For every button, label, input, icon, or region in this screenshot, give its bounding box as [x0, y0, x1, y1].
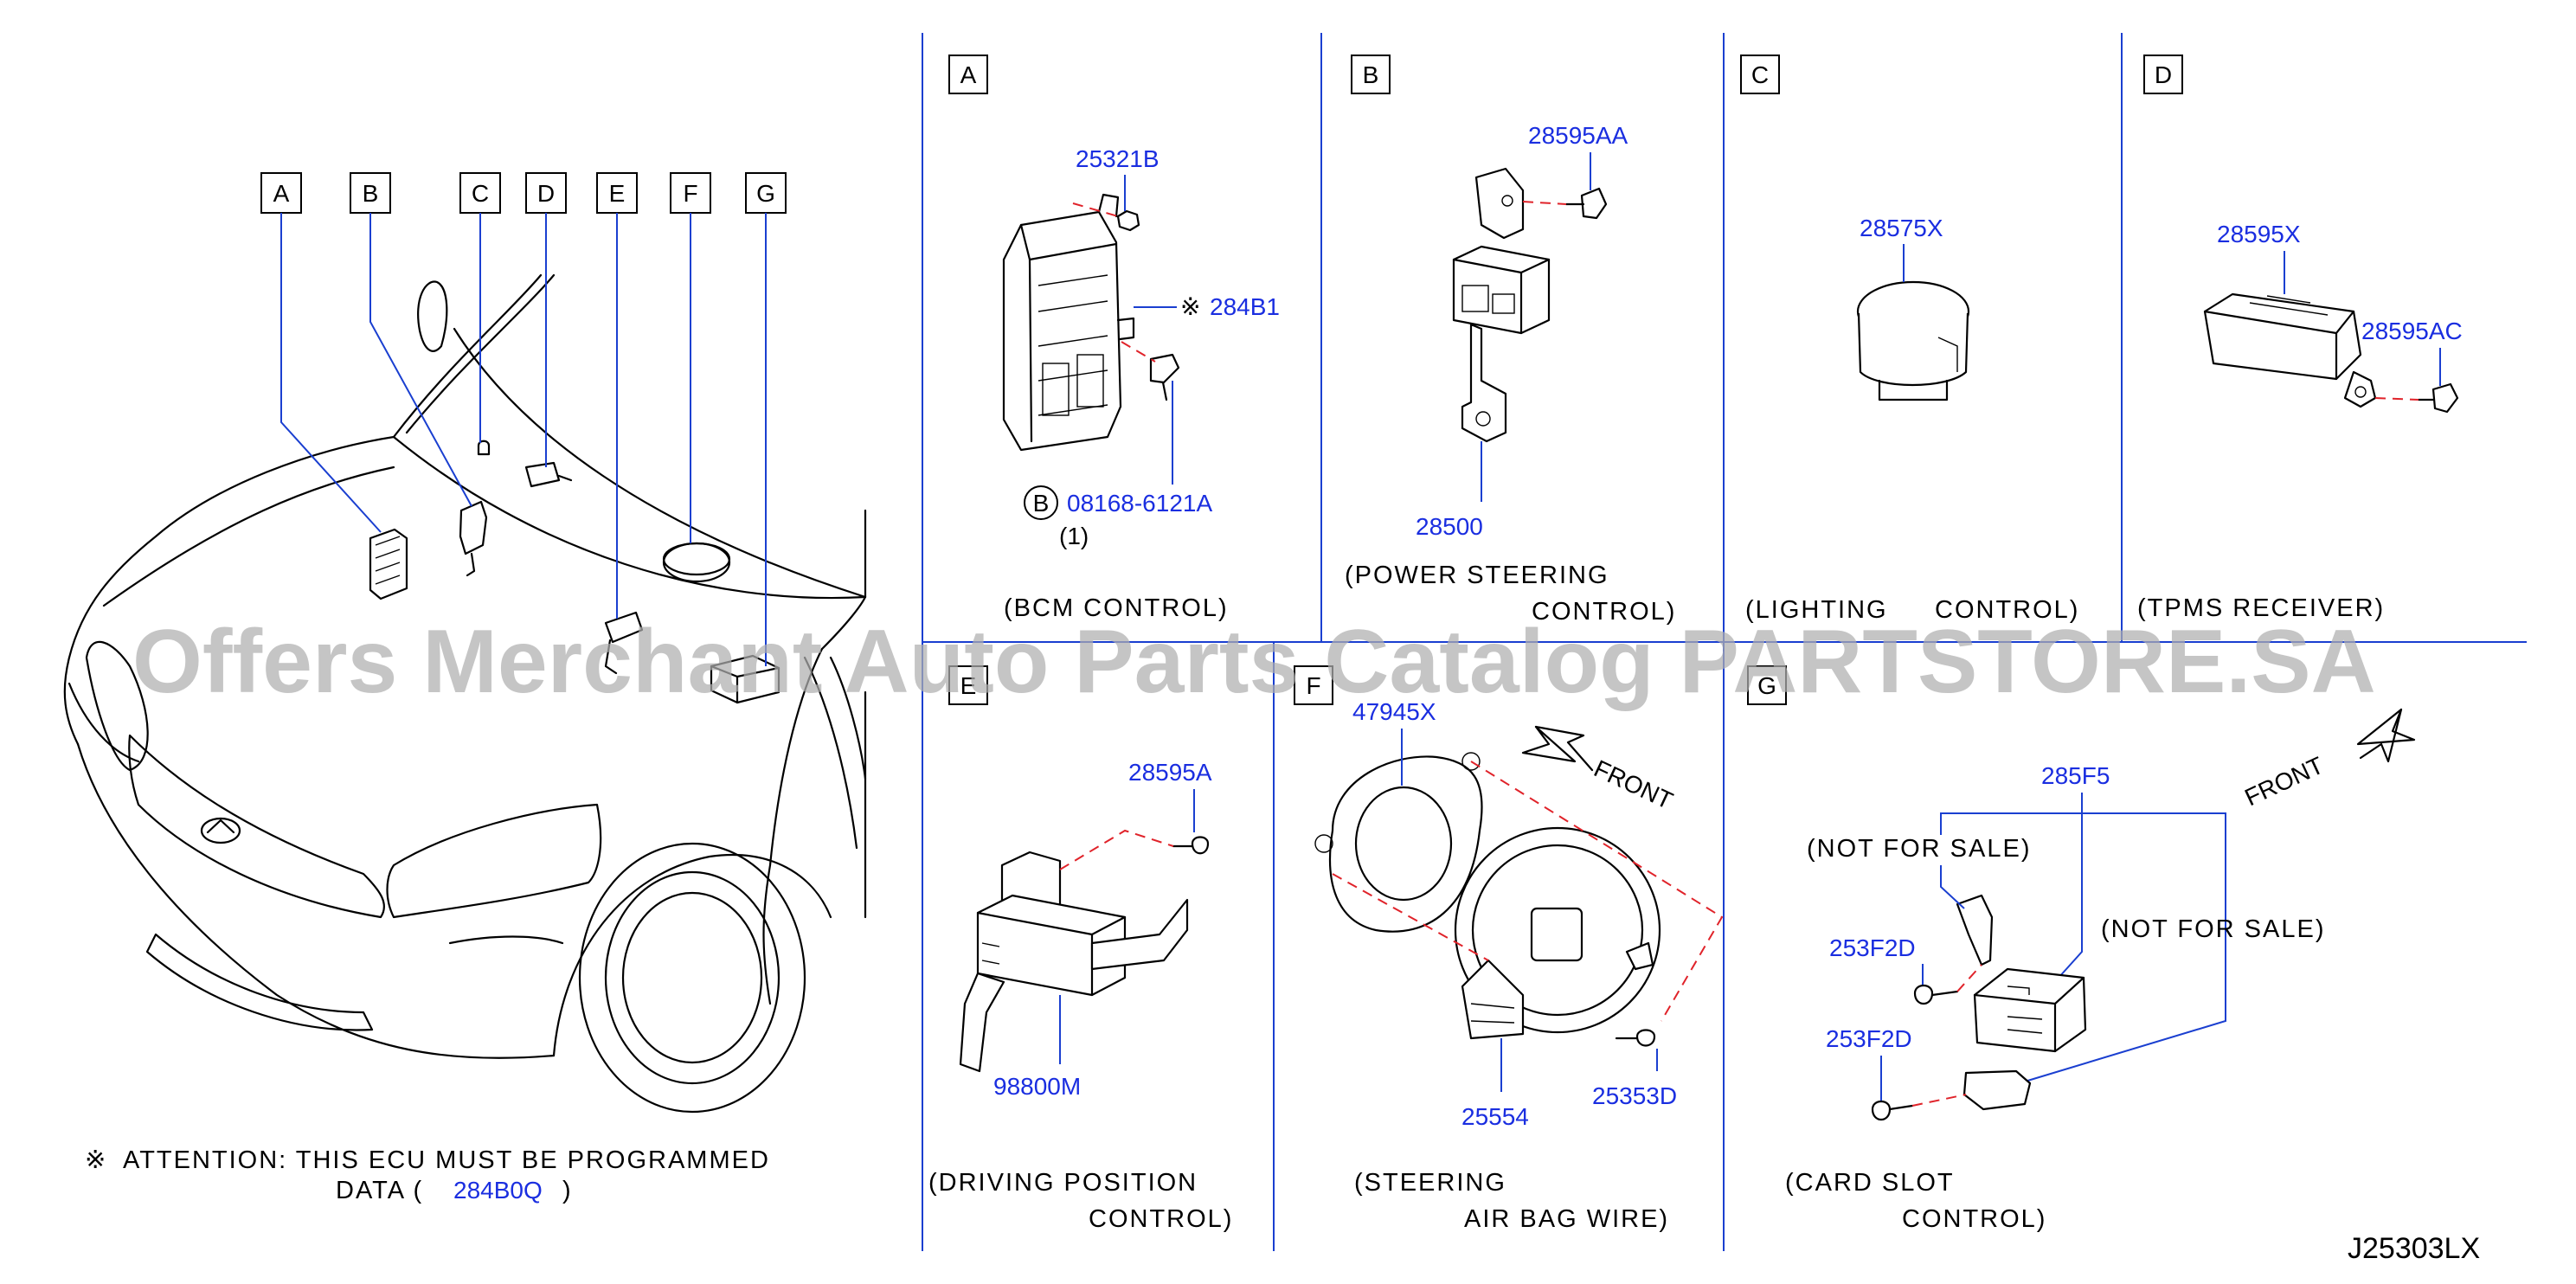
- panel-g-caption-2: CONTROL): [1902, 1205, 2046, 1233]
- panel-e-caption-1: (DRIVING POSITION: [928, 1169, 1198, 1197]
- callout-f: F: [683, 180, 697, 207]
- panel-d-letter: D: [2155, 61, 2172, 88]
- overview-callouts: A B C D E F G: [260, 172, 787, 666]
- part-284B1: 284B1: [1210, 293, 1280, 320]
- panel-e-caption-2: CONTROL): [1089, 1205, 1233, 1233]
- panel-a-letter: A: [960, 61, 977, 88]
- panel-c-caption-1: (LIGHTING: [1745, 596, 1888, 624]
- attention-note: ※ ATTENTION: THIS ECU MUST BE PROGRAMMED…: [85, 1146, 770, 1204]
- callout-g: G: [756, 180, 775, 207]
- part-253F2D-upper: 253F2D: [1829, 934, 1916, 961]
- panel-c-letter: C: [1751, 61, 1769, 88]
- part-28595A: 28595A: [1128, 759, 1212, 786]
- attention-part-284B0Q: 284B0Q: [453, 1177, 543, 1204]
- part-253F2D-lower: 253F2D: [1826, 1025, 1912, 1052]
- attention-line1: ATTENTION: THIS ECU MUST BE PROGRAMMED: [123, 1146, 770, 1174]
- attention-symbol: ※: [85, 1146, 107, 1174]
- callout-b: B: [363, 180, 379, 207]
- panel-f: F FRONT 47945X 25554 25353D (STEERING AI…: [1294, 665, 1724, 1233]
- panel-a-qty: (1): [1059, 523, 1089, 549]
- panel-g-front: FRONT: [2240, 752, 2328, 812]
- panel-a-marker: B: [1033, 490, 1050, 517]
- part-28575X: 28575X: [1860, 215, 1943, 241]
- panel-f-letter: F: [1306, 672, 1320, 699]
- attention-line2-suffix: ): [562, 1177, 573, 1204]
- panel-a-caption: (BCM CONTROL): [1004, 594, 1229, 622]
- part-28595X: 28595X: [2217, 221, 2301, 247]
- panel-g-letter: G: [1757, 672, 1776, 699]
- overview-component-icons: [369, 440, 781, 704]
- part-25321B: 25321B: [1076, 145, 1160, 172]
- panel-g-caption-1: (CARD SLOT: [1785, 1169, 1955, 1197]
- callout-a: A: [273, 180, 290, 207]
- panel-b-letter: B: [1363, 61, 1379, 88]
- part-25353D: 25353D: [1592, 1082, 1677, 1109]
- panel-f-front: FRONT: [1590, 754, 1677, 814]
- callout-d: D: [537, 180, 555, 207]
- panel-g-nfs-2: (NOT FOR SALE): [2101, 915, 2326, 943]
- panel-c-caption-2: CONTROL): [1935, 596, 2079, 624]
- part-98800M: 98800M: [993, 1073, 1081, 1100]
- diagram-code: J25303LX: [2348, 1232, 2480, 1265]
- panel-grid: [922, 33, 2527, 1251]
- part-28595AC: 28595AC: [2361, 318, 2463, 344]
- panel-g-nfs-1: (NOT FOR SALE): [1807, 835, 2032, 863]
- car-overview-illustration: [63, 273, 867, 1114]
- panel-a: A 25321B ※ 284B1 B 08168-6121A (1) (BCM …: [948, 55, 1280, 622]
- panel-d-caption: (TPMS RECEIVER): [2137, 594, 2385, 622]
- part-08168-6121A: 08168-6121A: [1067, 490, 1212, 517]
- callout-c: C: [472, 180, 489, 207]
- part-28500: 28500: [1416, 513, 1483, 540]
- part-285F5: 285F5: [2041, 762, 2110, 789]
- part-47945X: 47945X: [1352, 698, 1436, 725]
- panel-c: C 28575X (LIGHTING CONTROL): [1740, 55, 2079, 624]
- panel-b-caption-1: (POWER STEERING: [1345, 562, 1609, 589]
- panel-b-caption-2: CONTROL): [1532, 598, 1676, 626]
- watermark: Offers Merchant Auto Parts Catalog PARTS…: [132, 612, 2376, 712]
- attention-mark-284B1: ※: [1180, 293, 1200, 320]
- panel-e-letter: E: [960, 672, 977, 699]
- panel-b: B 28595AA 28500 (POWER STEERING CONTROL): [1345, 55, 1676, 626]
- panel-e: E 28595A 98800M (DRIVING POSITION CONTRO…: [928, 665, 1233, 1233]
- part-25554: 25554: [1461, 1103, 1529, 1130]
- panel-d: D 28595X 28595AC (TPMS RECEIVER): [2137, 55, 2463, 622]
- panel-f-caption-2: AIR BAG WIRE): [1464, 1205, 1669, 1233]
- panel-g: G FRONT 285F5 (NOT FOR SALE) (NOT FOR SA…: [1747, 665, 2416, 1233]
- attention-line2-prefix: DATA (: [336, 1177, 423, 1204]
- panel-f-caption-1: (STEERING: [1354, 1169, 1506, 1197]
- part-28595AA: 28595AA: [1528, 122, 1628, 149]
- callout-e: E: [609, 180, 626, 207]
